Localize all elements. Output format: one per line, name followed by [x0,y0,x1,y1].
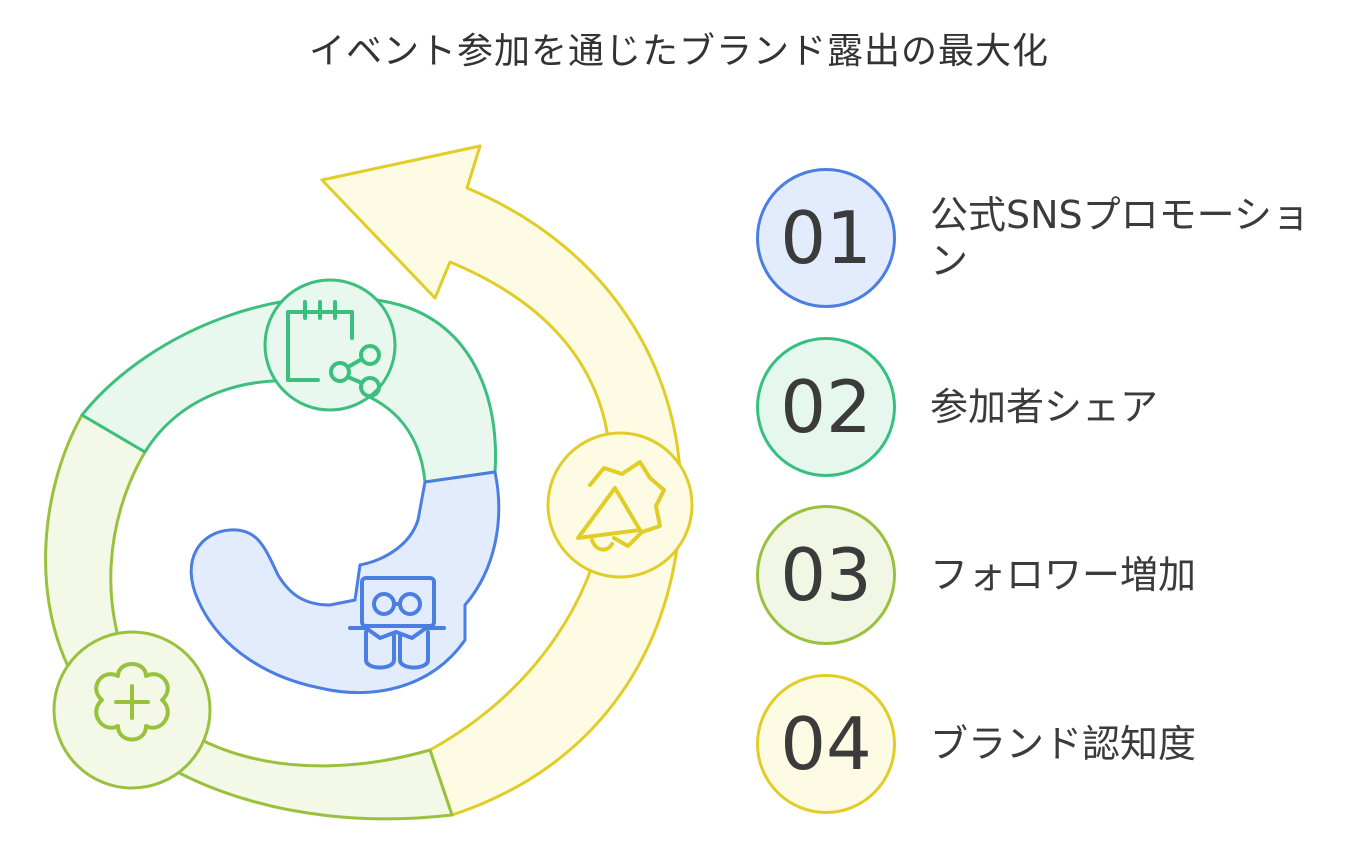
megaphone-bubble [546,431,694,579]
step-label-02: 参加者シェア [930,384,1159,429]
blue-hook [189,470,501,695]
yellow-arrow-band [320,144,683,817]
step-label-01: 公式SNSプロモーション [930,192,1310,283]
step-label-04: ブランド認知度 [930,721,1197,766]
calendar-bubble [263,278,397,412]
glasses-character-icon [348,576,446,670]
step-label-03: フォロワー増加 [930,552,1197,597]
calendar-share-icon [286,300,381,398]
step-02: 02 参加者シェア [756,337,1356,483]
step-01: 01 公式SNSプロモーション [756,168,1356,314]
spiral-diagram [44,144,694,821]
step-number-01: 01 [756,168,896,308]
step-number-03: 03 [756,505,896,645]
step-04: 04 ブランド認知度 [756,674,1356,820]
plus-flower-icon [94,662,170,742]
step-number-02: 02 [756,337,896,477]
diagram-title: イベント参加を通じたブランド露出の最大化 [308,31,1049,72]
megaphone-icon [576,460,666,552]
step-03: 03 フォロワー増加 [756,505,1356,651]
step-number-04: 04 [756,674,896,814]
